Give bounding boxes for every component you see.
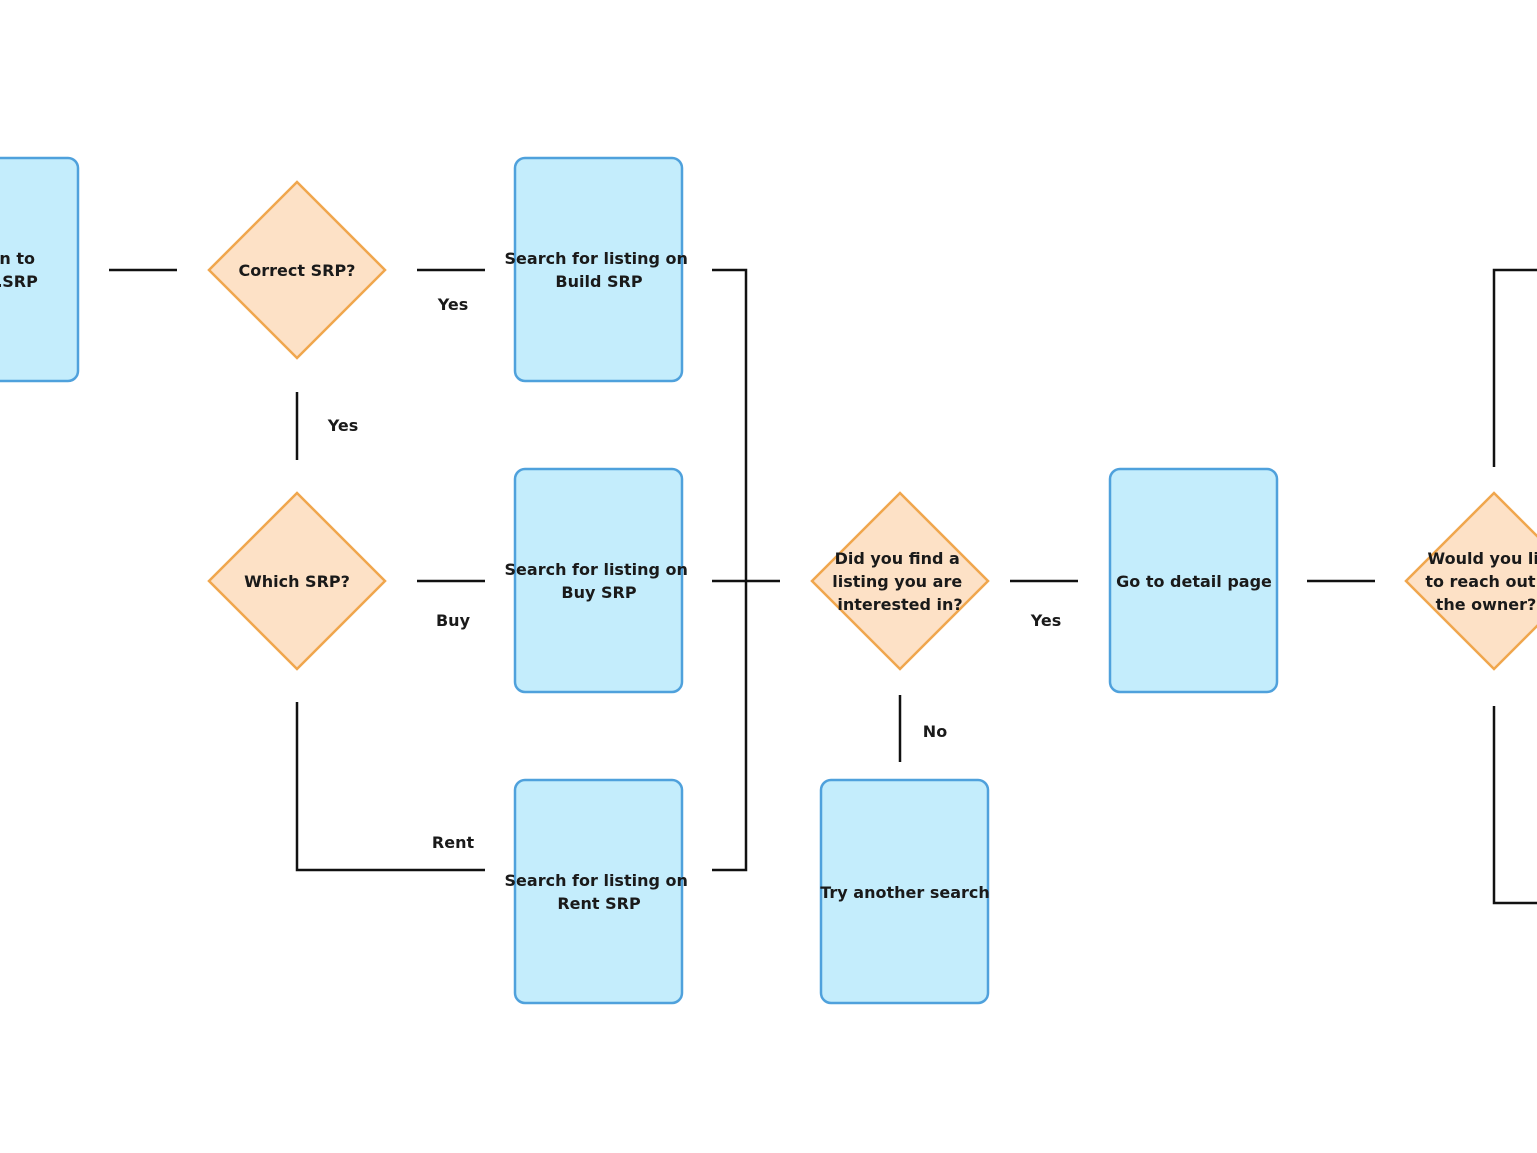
- process-buy-srp: Search for listing on Buy SRP: [505, 467, 694, 694]
- svg-text:Did you find a listing y: Did you find a listing you are intereste…: [832, 549, 968, 614]
- edge-label-no: No: [923, 722, 947, 741]
- svg-text:Would you li… to reach o: Would you li… to reach out … the owner?…: [1425, 549, 1537, 614]
- node-text-line: to reach out …: [1425, 572, 1537, 591]
- node-text-line: Build SRP: [555, 272, 642, 291]
- connectors: [109, 268, 1537, 905]
- edge-label-buy: Buy: [436, 611, 471, 630]
- node-text-line: Search for listing on: [505, 871, 688, 890]
- svg-text:Try another search: Try another search: [820, 883, 990, 902]
- node-text-line: Rent SRP: [557, 894, 641, 913]
- node-text-line: interested in?: [837, 595, 962, 614]
- decision-reach-owner: Would you li… to reach out … the owner?…: [1404, 491, 1537, 671]
- edge-label-find-yes: Yes: [1030, 611, 1062, 630]
- node-text-line: Would you li…: [1428, 549, 1537, 568]
- process-rent-srp: Search for listing on Rent SRP: [505, 778, 694, 1005]
- node-text-line: the owner?…: [1436, 595, 1537, 614]
- node-text-line: Which SRP?: [244, 572, 350, 591]
- decision-which-srp: Which SRP?: [207, 491, 387, 671]
- connector-reach-down: [1492, 706, 1537, 905]
- decision-find-listing: Did you find a listing you are intereste…: [810, 491, 990, 671]
- node-text-line: Try another search: [820, 883, 990, 902]
- node-text-line: …n to: [0, 249, 35, 268]
- connector-reach-up: [1492, 268, 1537, 467]
- node-text-line: Go to detail page: [1116, 572, 1272, 591]
- svg-text:Correct SRP?: Correct SRP?: [239, 261, 356, 280]
- node-text-line: listing you are: [832, 572, 962, 591]
- svg-text:Search for listing on Bu: Search for listing on Build SRP: [505, 249, 694, 291]
- svg-text:Go to detail page: Go to detail page: [1116, 572, 1272, 591]
- node-text-line: Buy SRP: [561, 583, 636, 602]
- node-text-line: …SRP: [0, 272, 38, 291]
- svg-text:Search for listing on Re: Search for listing on Rent SRP: [505, 871, 694, 913]
- svg-text:…n to …SRP: …n to …SRP: [0, 249, 41, 291]
- edge-labels: Yes Yes Buy Rent Yes No: [327, 295, 1062, 852]
- node-text-line: Search for listing on: [505, 249, 688, 268]
- process-detail-page: Go to detail page: [1108, 467, 1279, 694]
- decision-correct-srp: Correct SRP?: [207, 180, 387, 360]
- node-text-line: Search for listing on: [505, 560, 688, 579]
- node-text-line: Did you find a: [835, 549, 960, 568]
- connector-build-to-merge: [712, 268, 748, 872]
- connector-which-to-rent: [295, 702, 485, 872]
- svg-text:Which SRP?: Which SRP?: [244, 572, 350, 591]
- process-try-again: Try another search: [819, 778, 990, 1005]
- edge-label-which-yes: Yes: [327, 416, 359, 435]
- process-build-srp: Search for listing on Build SRP: [505, 156, 694, 383]
- node-text-line: Correct SRP?: [239, 261, 356, 280]
- edge-label-correct-yes: Yes: [437, 295, 469, 314]
- svg-text:Search for listing on Bu: Search for listing on Buy SRP: [505, 560, 694, 602]
- process-start: …n to …SRP: [0, 156, 80, 383]
- edge-label-rent: Rent: [432, 833, 475, 852]
